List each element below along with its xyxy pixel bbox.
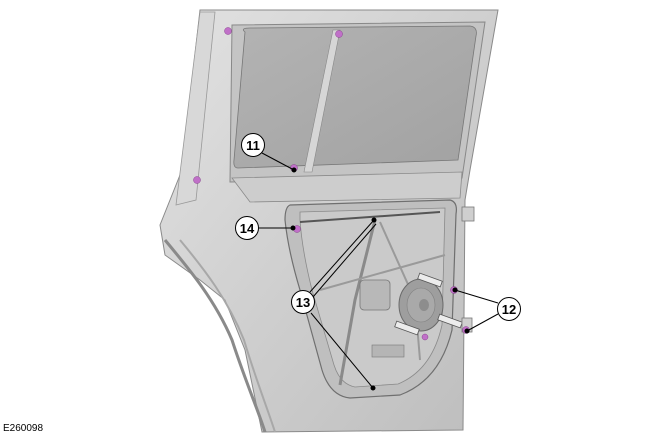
callout-12: 12	[497, 297, 521, 321]
callout-label: 14	[239, 220, 255, 236]
callout-11: 11	[241, 133, 265, 157]
wiring-connector	[371, 344, 405, 358]
upper-hinge	[461, 206, 475, 222]
regulator-top-rail	[299, 211, 441, 223]
callout-label: 12	[501, 301, 517, 317]
callout-13: 13	[291, 290, 315, 314]
window-glass	[233, 25, 477, 169]
window-sill	[231, 171, 463, 203]
door-left-flange	[175, 11, 216, 206]
leader-lines	[259, 152, 499, 391]
regulator-motor	[359, 279, 391, 311]
callout-label: 13	[295, 294, 311, 310]
callout-14: 14	[235, 216, 259, 240]
figure-id: E260098	[3, 423, 44, 434]
regulator-rail	[338, 219, 377, 386]
callout-label: 11	[246, 137, 260, 153]
window-channel	[303, 29, 341, 173]
door-lower-sweep	[163, 239, 267, 433]
